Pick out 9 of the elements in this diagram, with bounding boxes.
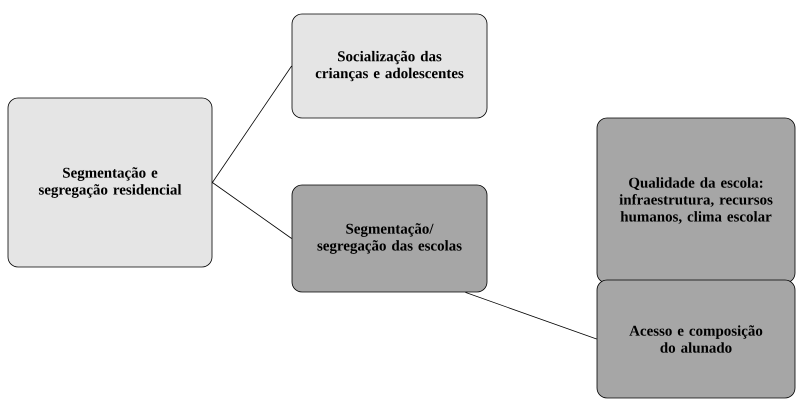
- connector-line: [212, 66, 292, 183]
- process-box: Qualidade da escola: infraestrutura, recursos humanos, clima escolar: [596, 118, 796, 284]
- process-box: Socialização das crianças e adolescentes: [292, 14, 488, 118]
- process-box: Acesso e composição do alunado: [596, 280, 796, 398]
- connector-line: [465, 292, 597, 340]
- process-box: Segmentação/ segregação das escolas: [292, 184, 488, 292]
- node-label: Qualidade da escola: infraestrutura, recursos humanos, clima escolar: [619, 177, 773, 224]
- process-box: Segmentação e segregação residencial: [8, 98, 212, 268]
- connector-line: [212, 182, 292, 239]
